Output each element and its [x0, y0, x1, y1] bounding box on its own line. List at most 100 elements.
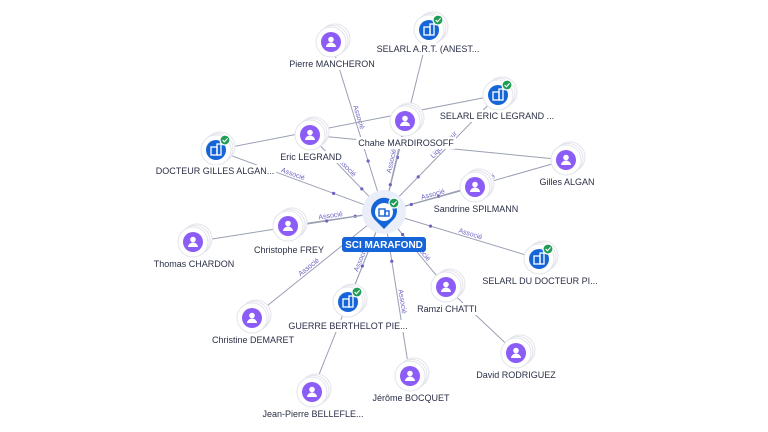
edge-arrow-marker	[428, 224, 433, 228]
node-guerre-berthelot[interactable]: GUERRE BERTHELOT PIE...	[286, 283, 410, 332]
node-label: David RODRIGUEZ	[476, 370, 556, 380]
center-node[interactable]: SCI MARAFOND	[342, 190, 426, 252]
node-label-bg	[153, 165, 277, 177]
person-icon	[470, 181, 480, 192]
edge-label: Associé	[420, 188, 446, 201]
node-label-bg	[474, 369, 559, 381]
center-label: SCI MARAFOND	[345, 240, 423, 251]
center-label-bg	[342, 237, 426, 252]
person-icon	[307, 386, 317, 397]
node-label-bg	[431, 203, 521, 215]
node-label: SELARL A.R.T. (ANEST...	[377, 44, 480, 54]
node-label: GUERRE BERTHELOT PIE...	[288, 321, 407, 331]
node-label-bg	[278, 151, 345, 163]
edge-arrow-marker	[332, 191, 336, 195]
node-label: Eric LEGRAND	[280, 152, 342, 162]
check-icon	[222, 137, 229, 143]
edge-arrow-marker	[360, 264, 364, 268]
edge-label: Associé	[351, 105, 365, 131]
node-christophe-frey[interactable]: Christophe FREY	[251, 207, 327, 256]
person-icon	[400, 115, 410, 126]
node-label-bg	[537, 176, 597, 188]
building-icon	[342, 295, 354, 308]
person-icon	[441, 281, 451, 292]
check-icon	[435, 17, 442, 23]
node-label-bg	[287, 58, 377, 70]
person-icon	[283, 220, 293, 231]
edge-label: Associé	[396, 289, 407, 314]
edge-line	[445, 286, 517, 354]
node-label-bg	[480, 275, 600, 287]
node-label-bg	[251, 244, 327, 256]
building-icon	[378, 208, 390, 217]
edge-line	[251, 211, 385, 319]
node-selarl-eric-legrand[interactable]: SELARL ERIC LEGRAND ...	[437, 76, 557, 122]
verified-badge	[501, 79, 513, 91]
person-icon	[511, 347, 521, 358]
node-label: Jean-Pierre BELLEFLE...	[262, 409, 363, 419]
node-label: Jérôme BOCQUET	[372, 393, 450, 403]
building-icon	[210, 143, 222, 156]
node-label-bg	[209, 334, 297, 346]
node-label: DOCTEUR GILLES ALGAN...	[156, 166, 275, 176]
node-eric-legrand[interactable]: Eric LEGRAND	[278, 116, 345, 163]
node-label-bg	[151, 258, 237, 270]
edge-line	[215, 149, 385, 213]
node-label-bg	[286, 320, 410, 332]
node-sandrine-spilmann[interactable]: Sandrine SPILMANN	[431, 168, 521, 215]
edge-line	[383, 211, 540, 260]
edge-arrow-marker	[401, 232, 405, 237]
node-label: SELARL DU DOCTEUR PI...	[482, 276, 597, 286]
node-label-bg	[374, 43, 482, 55]
node-jerome-bocquet[interactable]: Jérôme BOCQUET	[370, 357, 453, 404]
edge-label: Associé	[458, 228, 484, 242]
edge-line	[215, 94, 499, 151]
edge-label: Associé	[297, 257, 321, 278]
node-label: SELARL ERIC LEGRAND ...	[440, 111, 554, 121]
person-icon	[305, 129, 315, 140]
verified-badge	[351, 286, 363, 298]
node-label-bg	[415, 303, 479, 315]
person-icon	[247, 312, 257, 323]
edge-arrow-marker	[366, 159, 370, 163]
edge-label: Associé	[318, 211, 343, 221]
node-label: Pierre MANCHERON	[289, 59, 375, 69]
node-gilles-algan[interactable]: Gilles ALGAN	[537, 141, 597, 188]
node-christine-demaret[interactable]: Christine DEMARET	[209, 299, 297, 346]
node-label-bg	[370, 392, 453, 404]
edge-arrow-marker	[390, 259, 394, 263]
node-label: Ramzi CHATTI	[417, 304, 477, 314]
edge-arrow-marker	[416, 175, 420, 179]
node-thomas-chardon[interactable]: Thomas CHARDON	[151, 223, 237, 270]
node-david-rodriguez[interactable]: David RODRIGUEZ	[474, 334, 559, 381]
node-ramzi-chatti[interactable]: Ramzi CHATTI	[415, 268, 479, 315]
node-label: Gilles ALGAN	[539, 177, 594, 187]
verified-badge	[388, 197, 400, 209]
person-icon	[326, 36, 336, 47]
edge-arrow-marker	[409, 202, 413, 207]
verified-badge	[432, 14, 444, 26]
node-label-bg	[437, 110, 557, 122]
edge-label: Associé	[280, 167, 306, 182]
node-jean-pierre-bellefle[interactable]: Jean-Pierre BELLEFLE...	[260, 373, 366, 420]
node-selarl-du-docteur[interactable]: SELARL DU DOCTEUR PI...	[480, 240, 600, 287]
node-selarl-art[interactable]: SELARL A.R.T. (ANEST...	[374, 11, 482, 55]
edge-jerome-bocquet: Associé	[383, 211, 411, 377]
check-icon	[545, 246, 552, 252]
node-docteur-gilles-algan[interactable]: DOCTEUR GILLES ALGAN...	[153, 131, 277, 177]
edge-line	[330, 41, 385, 213]
edge-arrow-marker	[388, 183, 392, 187]
building-icon	[423, 23, 435, 36]
node-label: Chahe MARDIROSOFF	[358, 138, 454, 148]
node-label: Sandrine SPILMANN	[434, 204, 519, 214]
node-pierre-mancheron[interactable]: Pierre MANCHERON	[287, 23, 377, 70]
check-icon	[391, 200, 398, 206]
node-label: Christophe FREY	[254, 245, 324, 255]
node-chahe-mardirosoff[interactable]: Chahe MARDIROSOFF	[356, 102, 457, 149]
check-icon	[504, 82, 511, 88]
verified-badge	[542, 243, 554, 255]
check-icon	[354, 289, 361, 295]
verified-badge	[219, 134, 231, 146]
